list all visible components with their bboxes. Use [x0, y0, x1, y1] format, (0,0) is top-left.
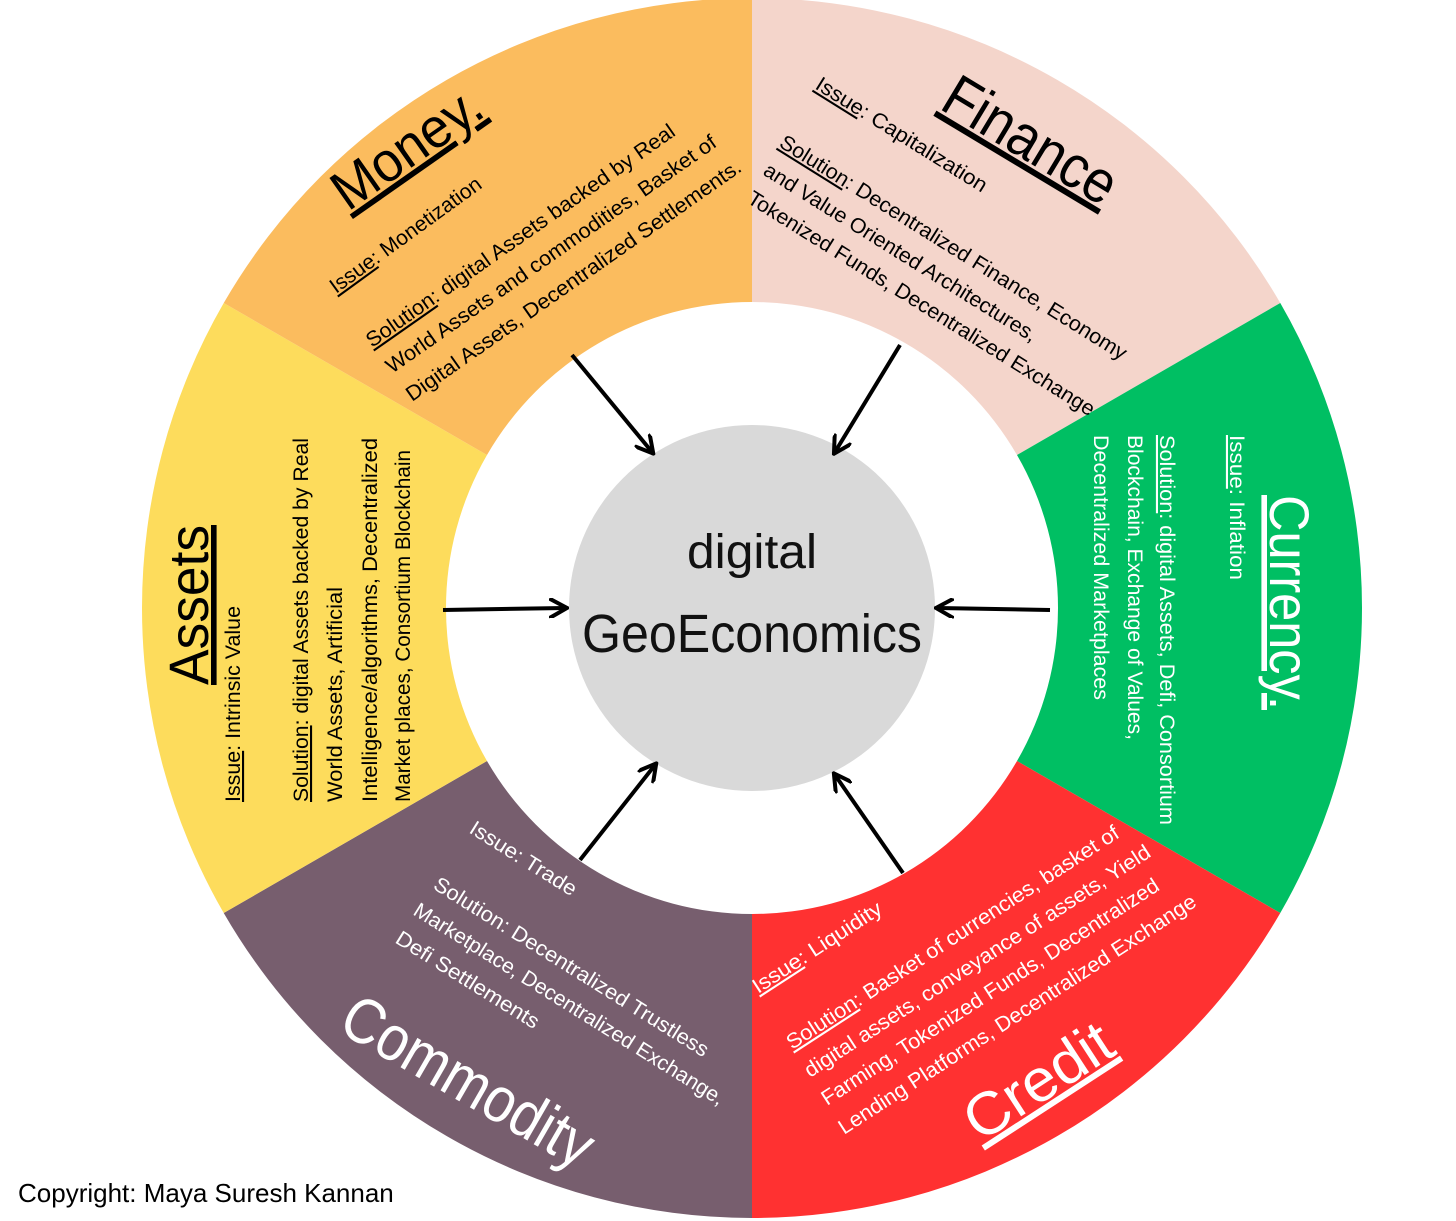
assets-solution-4: Market places, Consortium Blockchain — [392, 450, 415, 802]
segment-credit — [752, 761, 1281, 1218]
center-line-2: GeoEconomics — [582, 604, 922, 664]
arrow-credit — [835, 775, 905, 875]
assets-solution-3: Intelligence/algorithms, Decentralized — [359, 438, 382, 802]
segment-finance — [752, 0, 1281, 455]
currency-solution-2: Blockchain, Exchange of Values, — [1123, 435, 1146, 740]
segment-currency — [1017, 303, 1362, 913]
center-circle — [569, 425, 935, 791]
arrow-finance — [835, 343, 902, 452]
segment-assets — [142, 303, 487, 913]
arrow-commodity — [578, 765, 655, 862]
assets-solution-1: Solution: digital Assets backed by Real — [290, 438, 313, 802]
arrow-money — [570, 353, 652, 452]
assets-title: Assets — [157, 525, 220, 685]
center-line-1: digital — [687, 526, 817, 579]
arrow-currency — [938, 608, 1051, 610]
arrow-assets — [442, 608, 565, 610]
segment-money — [223, 0, 752, 455]
currency-solution-1: Solution: digital Assets, Defi, Consorti… — [1155, 435, 1178, 825]
currency-issue: Issue: Inflation — [1225, 435, 1248, 580]
segment-currency-text: Currency. Issue: Inflation Solution: dig… — [1089, 435, 1321, 825]
segment-commodity — [223, 761, 753, 1218]
currency-title: Currency. — [1258, 495, 1321, 710]
currency-solution-3: Decentralized Marketplaces — [1089, 435, 1112, 700]
segment-assets-text: Assets Issue: Intrinsic Value Solution: … — [157, 438, 415, 802]
assets-solution-2: World Assets, Artificial — [324, 587, 347, 802]
copyright-text: Copyright: Maya Suresh Kannan — [18, 1178, 394, 1208]
assets-issue: Issue: Intrinsic Value — [222, 606, 245, 802]
